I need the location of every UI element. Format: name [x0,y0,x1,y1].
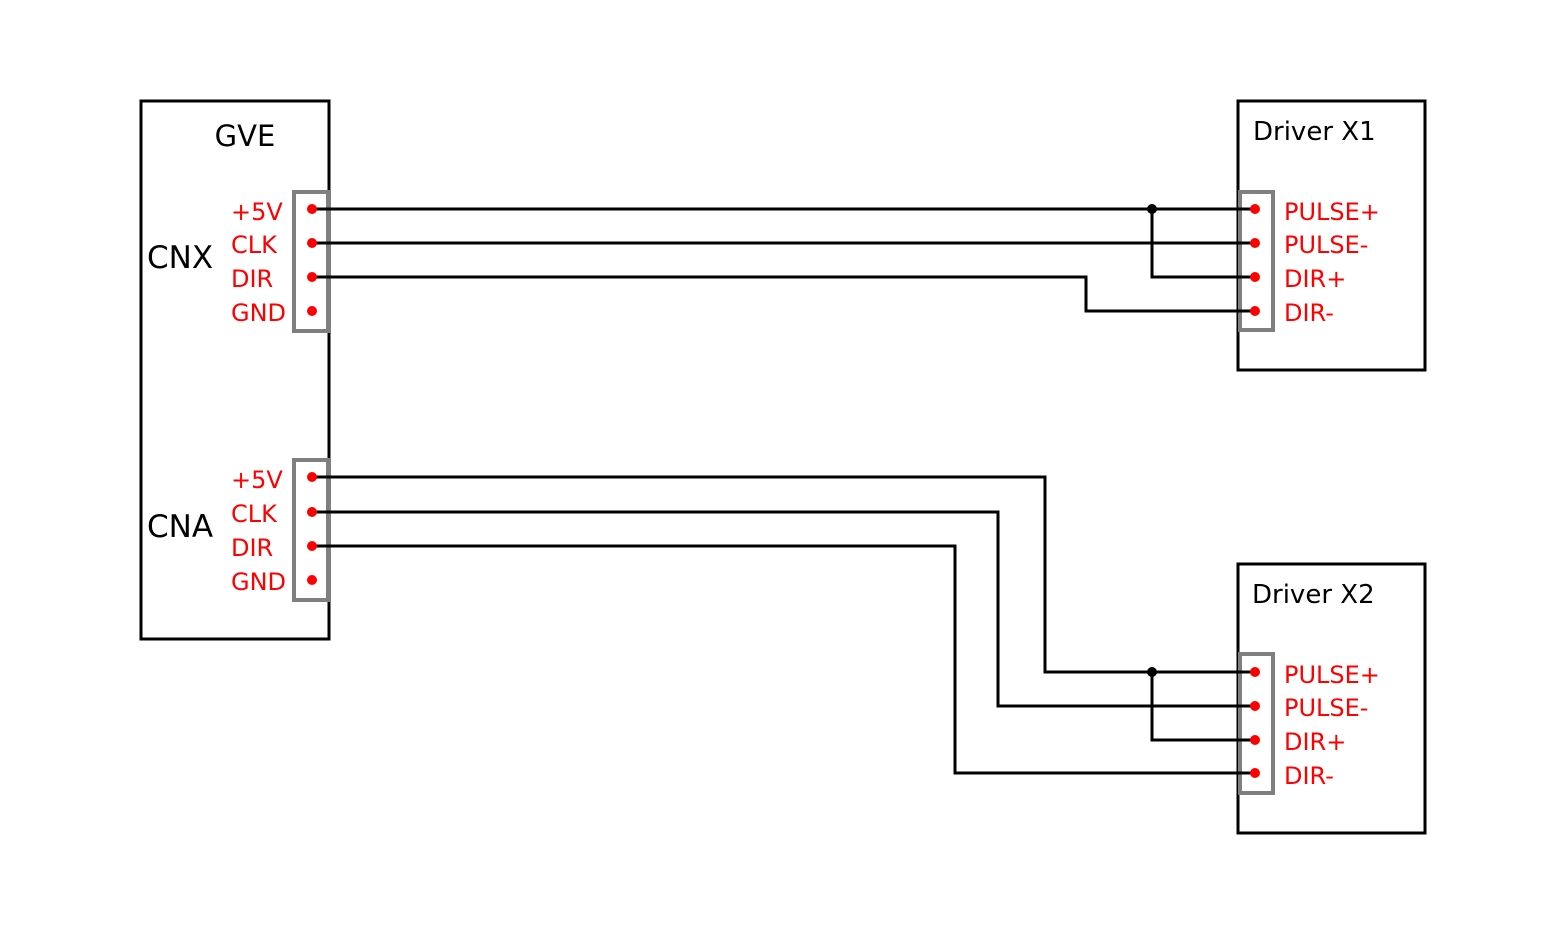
cna-pin-label-5v: +5V [231,466,283,494]
cnx-label: CNX [147,240,213,276]
gve-block: GVE CNX +5V CLK DIR GND CNA +5V CLK DIR … [139,99,331,641]
pin-dot-x1-pulse-plus [1250,204,1260,214]
driver-x2-pin-label-pulse-plus: PULSE+ [1284,661,1380,689]
gve-title: GVE [215,119,276,153]
driver-x2-title: Driver X2 [1252,580,1375,610]
pin-dot-cna-clk [307,507,317,517]
pin-dot-cnx-clk [307,238,317,248]
driver-x1-block: Driver X1 PULSE+ PULSE- DIR+ DIR- [1236,99,1427,372]
wire-cnx-dir-to-x1-dir-minus [312,275,1255,313]
pin-dot-cnx-dir [307,272,317,282]
pin-dot-cna-5v [307,472,317,482]
driver-x2-pin-label-dir-minus: DIR- [1284,762,1334,790]
pin-dot-cna-dir [307,541,317,551]
junction-dot-x2 [1147,667,1157,677]
pin-dot-cnx-gnd [307,306,317,316]
cna-pin-label-gnd: GND [231,568,286,596]
cnx-pin-label-clk: CLK [231,231,278,259]
wire-cna-5v-to-x2-dir-plus [1150,672,1255,742]
cna-label: CNA [147,509,213,545]
driver-x2-block: Driver X2 PULSE+ PULSE- DIR+ DIR- [1236,562,1427,835]
pin-dot-x2-pulse-minus [1250,701,1260,711]
driver-x2-pin-label-pulse-minus: PULSE- [1284,694,1368,722]
cnx-pin-label-dir: DIR [231,265,273,293]
pin-dot-cnx-5v [307,204,317,214]
cnx-pin-label-gnd: GND [231,299,286,327]
cnx-connector [292,190,330,333]
gve-box [139,99,331,641]
pin-dot-x2-dir-plus [1250,735,1260,745]
cna-pin-label-clk: CLK [231,500,278,528]
wire-cna-clk-to-x2-pulse-minus [312,510,1255,708]
driver-x1-pin-label-pulse-minus: PULSE- [1284,231,1368,259]
pin-dots [307,204,1260,778]
driver-x1-pin-label-dir-minus: DIR- [1284,299,1334,327]
cna-pin-label-dir: DIR [231,534,273,562]
pin-dot-x2-pulse-plus [1250,667,1260,677]
junction-dot-x1 [1147,204,1157,214]
driver-x2-pin-label-dir-plus: DIR+ [1284,728,1346,756]
driver-x1-connector [1238,190,1275,332]
pin-dot-x1-pulse-minus [1250,238,1260,248]
wire-cna-dir-to-x2-dir-minus [312,544,1255,775]
pin-dot-x2-dir-minus [1250,768,1260,778]
wire-cna-5v-to-x2-pulse-plus [312,475,1255,674]
cnx-pin-label-5v: +5V [231,198,283,226]
pin-dot-cna-gnd [307,575,317,585]
driver-x1-pin-label-dir-plus: DIR+ [1284,265,1346,293]
pin-dot-x1-dir-minus [1250,306,1260,316]
wire-cnx-5v-to-x1-dir-plus [1150,209,1255,279]
driver-x1-pin-label-pulse-plus: PULSE+ [1284,198,1380,226]
wires-x2 [312,475,1255,775]
pin-dot-x1-dir-plus [1250,272,1260,282]
driver-x1-title: Driver X1 [1253,117,1376,147]
driver-x2-connector [1238,652,1275,795]
wires-x1 [312,207,1255,313]
cna-connector [292,458,330,602]
